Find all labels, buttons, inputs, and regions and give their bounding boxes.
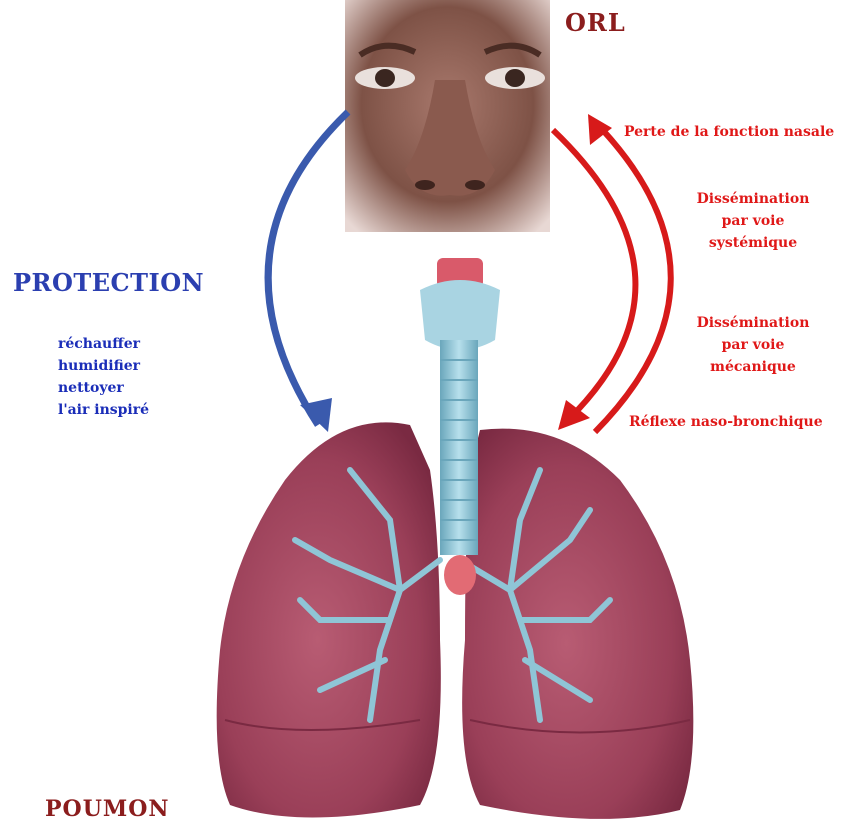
protection-functions: réchauffer humidifier nettoyer l'air ins… xyxy=(58,333,149,421)
function-item: nettoyer xyxy=(58,377,149,399)
dissemination-systemique-label: Dissémination par voie systémique xyxy=(668,188,838,254)
label-line: Dissémination xyxy=(668,188,838,210)
face-illustration xyxy=(345,0,550,232)
label-line: par voie xyxy=(668,210,838,232)
label-line: systémique xyxy=(668,232,838,254)
function-item: l'air inspiré xyxy=(58,399,149,421)
function-item: humidifier xyxy=(58,355,149,377)
protection-label: PROTECTION xyxy=(13,268,204,297)
orl-label: ORL xyxy=(565,8,626,37)
right-lung xyxy=(462,429,693,819)
descending-red-arrow xyxy=(553,130,635,420)
protection-arrow xyxy=(268,112,348,425)
label-line: par voie xyxy=(668,334,838,356)
label-line: mécanique xyxy=(668,356,838,378)
reflexe-label: Réflexe naso-bronchique xyxy=(629,414,823,430)
dissemination-mecanique-label: Dissémination par voie mécanique xyxy=(668,312,838,378)
perte-fonction-label: Perte de la fonction nasale xyxy=(624,124,834,140)
poumon-label: POUMON xyxy=(45,796,170,822)
label-line: Dissémination xyxy=(668,312,838,334)
function-item: réchauffer xyxy=(58,333,149,355)
